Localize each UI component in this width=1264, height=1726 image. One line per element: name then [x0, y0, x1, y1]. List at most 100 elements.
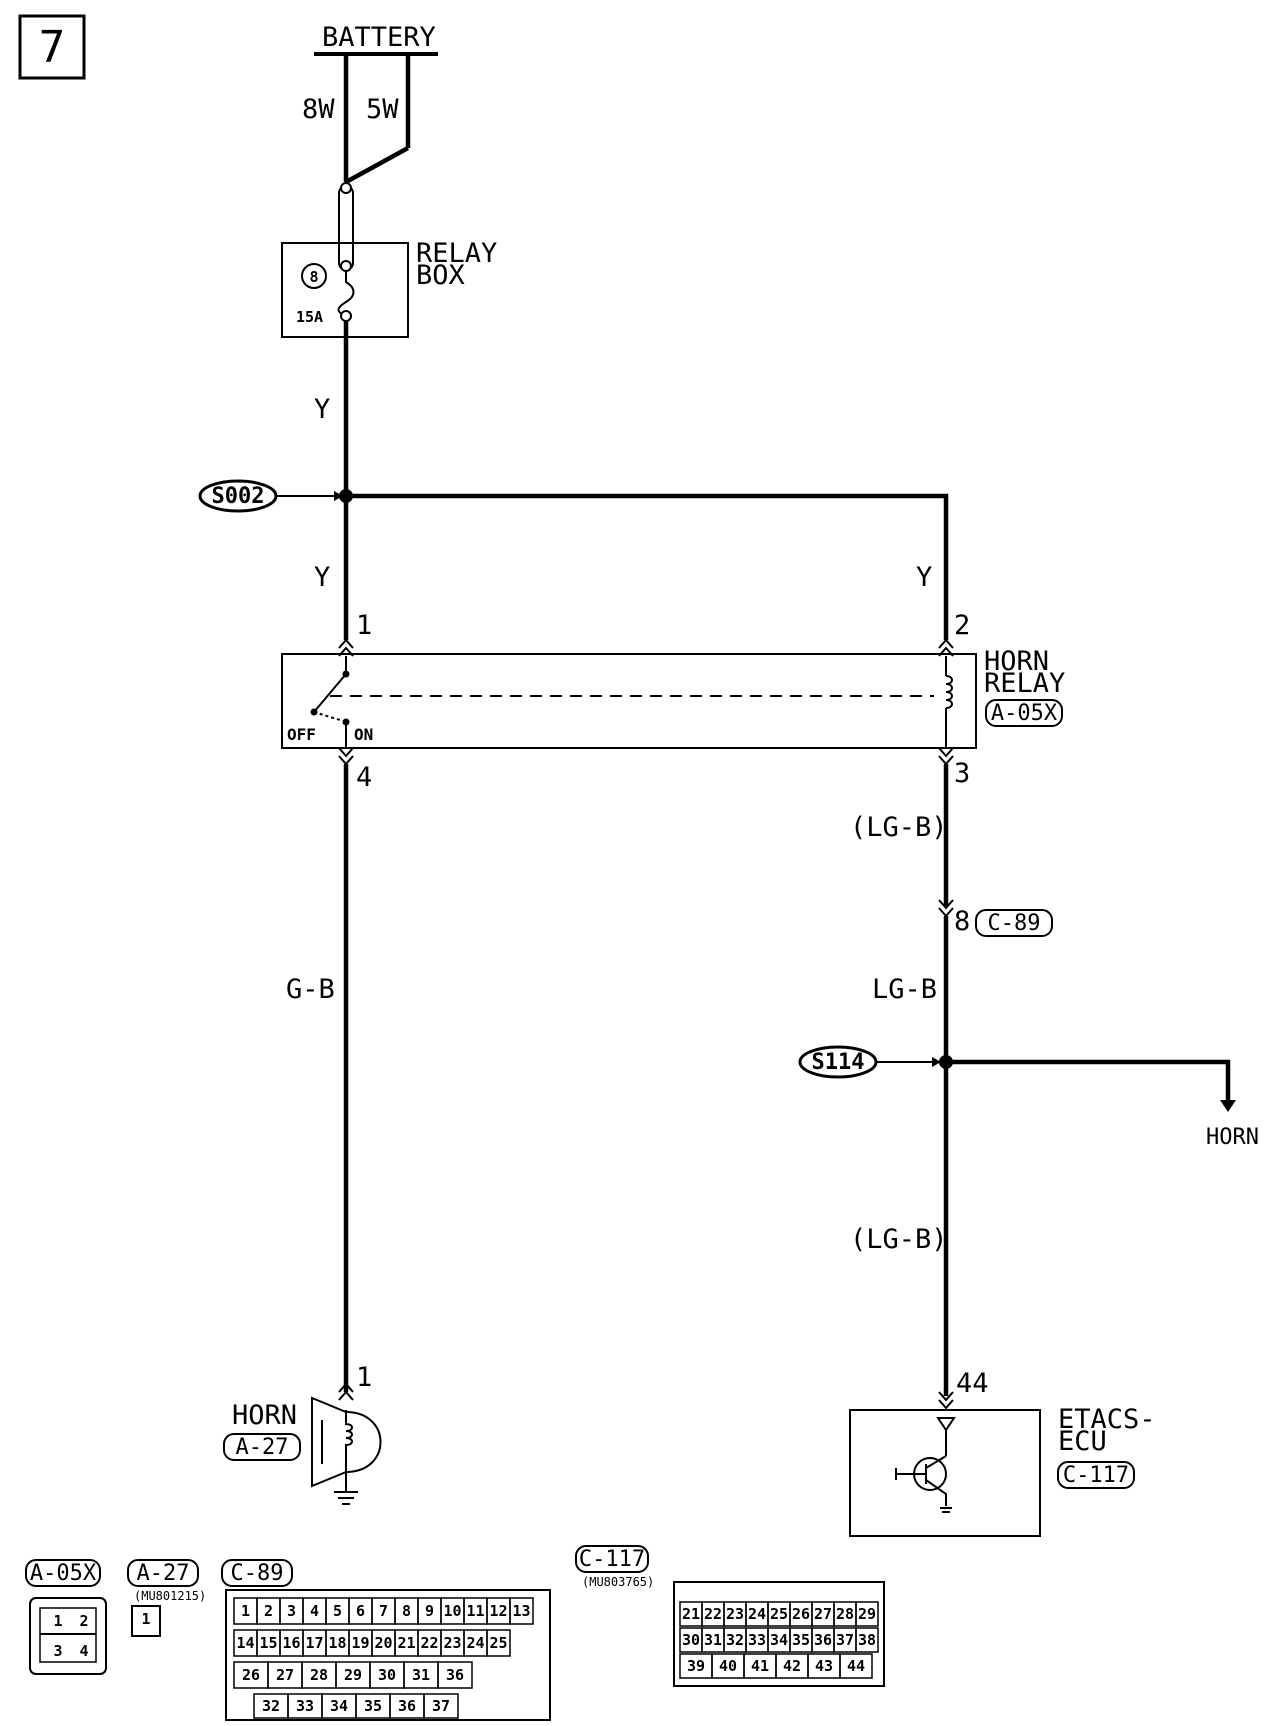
c89-pin: 14 [236, 1634, 254, 1652]
c89-pin: 34 [330, 1697, 348, 1715]
c117-pin: 42 [783, 1657, 801, 1675]
horn-relay-label-1: HORN [984, 646, 1049, 677]
c117-pin-cell [839, 1653, 873, 1679]
c89-pin: 29 [344, 1666, 362, 1684]
c117-pin: 43 [815, 1657, 833, 1675]
ecu-box [849, 1409, 1041, 1537]
horn-relay-pin1-chevron [338, 638, 354, 657]
c89-pin: 15 [259, 1634, 277, 1652]
a05x-pin: 1 [53, 1612, 62, 1630]
wire-label-y-top: Y [314, 394, 330, 425]
horn-pin-chevron [338, 1382, 354, 1401]
ecu-pin: 44 [956, 1368, 989, 1399]
c117-pin: 25 [770, 1605, 788, 1623]
junction-pin: 8 [954, 906, 970, 937]
a05x-pins: 1 2 3 4 [53, 1612, 88, 1660]
c89-title-badge [221, 1559, 293, 1587]
c117-part: (MU803765) [582, 1575, 654, 1589]
a27-pin: 1 [141, 1610, 150, 1628]
c89-pin: 23 [443, 1634, 461, 1652]
c117-pin: 40 [719, 1657, 737, 1675]
wire-label-8w: 8W [302, 94, 335, 125]
a27-part: (MU801215) [134, 1589, 206, 1603]
horn-relay-box [281, 653, 977, 749]
c117-pin: 31 [704, 1631, 722, 1649]
fuse-number-circle [301, 263, 327, 289]
c89-pin: 26 [242, 1666, 260, 1684]
c89-pin: 33 [296, 1697, 314, 1715]
horn-branch-label: HORN [1206, 1125, 1259, 1150]
ecu-connector-badge [1057, 1461, 1135, 1489]
fuse-rating: 15A [296, 308, 323, 326]
c89-pin: 1 [241, 1602, 250, 1620]
wire-label-gb: G-B [286, 974, 335, 1005]
horn-relay-pin2: 2 [954, 610, 970, 641]
ground-symbol [334, 1491, 358, 1505]
relay-switch-off-label: OFF [287, 725, 316, 744]
ecu-input-triangle [936, 1417, 956, 1432]
c117-pin: 36 [814, 1631, 832, 1649]
c89-pin: 10 [443, 1602, 461, 1620]
horn-flare [311, 1396, 347, 1488]
ecu-label-1: ETACS- [1058, 1404, 1156, 1435]
c89-pin: 8 [402, 1602, 411, 1620]
c89-pin: 19 [351, 1634, 369, 1652]
a05x-pin: 4 [79, 1642, 88, 1660]
c117-pin: 34 [770, 1631, 788, 1649]
c89-pin: 5 [333, 1602, 342, 1620]
horn-relay-pin1: 1 [356, 610, 372, 641]
relay-switch-on-label: ON [354, 725, 373, 744]
c89-pin-cell [423, 1693, 459, 1719]
c117-pin: 41 [751, 1657, 769, 1675]
c89-pin: 21 [397, 1634, 415, 1652]
a05x-pin: 3 [53, 1642, 62, 1660]
a27-title-badge [127, 1559, 199, 1587]
c89-pin: 27 [276, 1666, 294, 1684]
a05x-title-badge [25, 1559, 101, 1587]
relay-switch-blade [313, 673, 347, 713]
a27-face [131, 1605, 161, 1637]
c89-pin: 13 [512, 1602, 530, 1620]
splice-s114-arrowhead [932, 1057, 941, 1067]
c89-pin: 20 [374, 1634, 392, 1652]
c89-pin-cell [437, 1661, 473, 1689]
fuse-output-terminal [340, 310, 352, 322]
c89-pin: 36 [446, 1666, 464, 1684]
fuse-number: 8 [309, 268, 318, 286]
c89-pin: 7 [379, 1602, 388, 1620]
page-number-box [18, 14, 86, 80]
c117-pin-cell [855, 1601, 879, 1627]
a27-title: A-27 [137, 1561, 190, 1586]
wire-label-lgb-mid: LG-B [872, 974, 937, 1005]
c117-pin: 24 [748, 1605, 766, 1623]
c117-pin: 44 [847, 1657, 865, 1675]
c89-pin: 18 [328, 1634, 346, 1652]
ecu-ground [940, 1507, 952, 1513]
c117-pin: 23 [726, 1605, 744, 1623]
c89-pin-cell [486, 1629, 511, 1657]
c89-pin: 35 [364, 1697, 382, 1715]
relay-box-label-1: RELAY [416, 238, 497, 269]
c89-pin: 22 [420, 1634, 438, 1652]
ecu-transistor-leads [925, 1455, 947, 1506]
battery-wire-join [344, 146, 410, 184]
c89-pin: 31 [412, 1666, 430, 1684]
c117-pin: 26 [792, 1605, 810, 1623]
horn-relay-pin4-chevron [338, 747, 354, 766]
c117-pin: 38 [858, 1631, 876, 1649]
horn-branch-arrowhead [1220, 1100, 1236, 1112]
battery-label: BATTERY [322, 22, 436, 53]
c117-pin: 21 [682, 1605, 700, 1623]
c117-pin: 33 [748, 1631, 766, 1649]
horn-relay-connector-badge [985, 699, 1063, 727]
a05x-face [29, 1597, 107, 1675]
c89-pin: 4 [310, 1602, 319, 1620]
relay-coil [945, 675, 953, 709]
a05x-pin: 2 [79, 1612, 88, 1630]
horn-connector-badge [223, 1433, 301, 1461]
c89-pin: 28 [310, 1666, 328, 1684]
horn-relay-pin3: 3 [954, 758, 970, 789]
junction-connector: C-89 [988, 911, 1041, 936]
c117-pin-cell [855, 1627, 879, 1653]
